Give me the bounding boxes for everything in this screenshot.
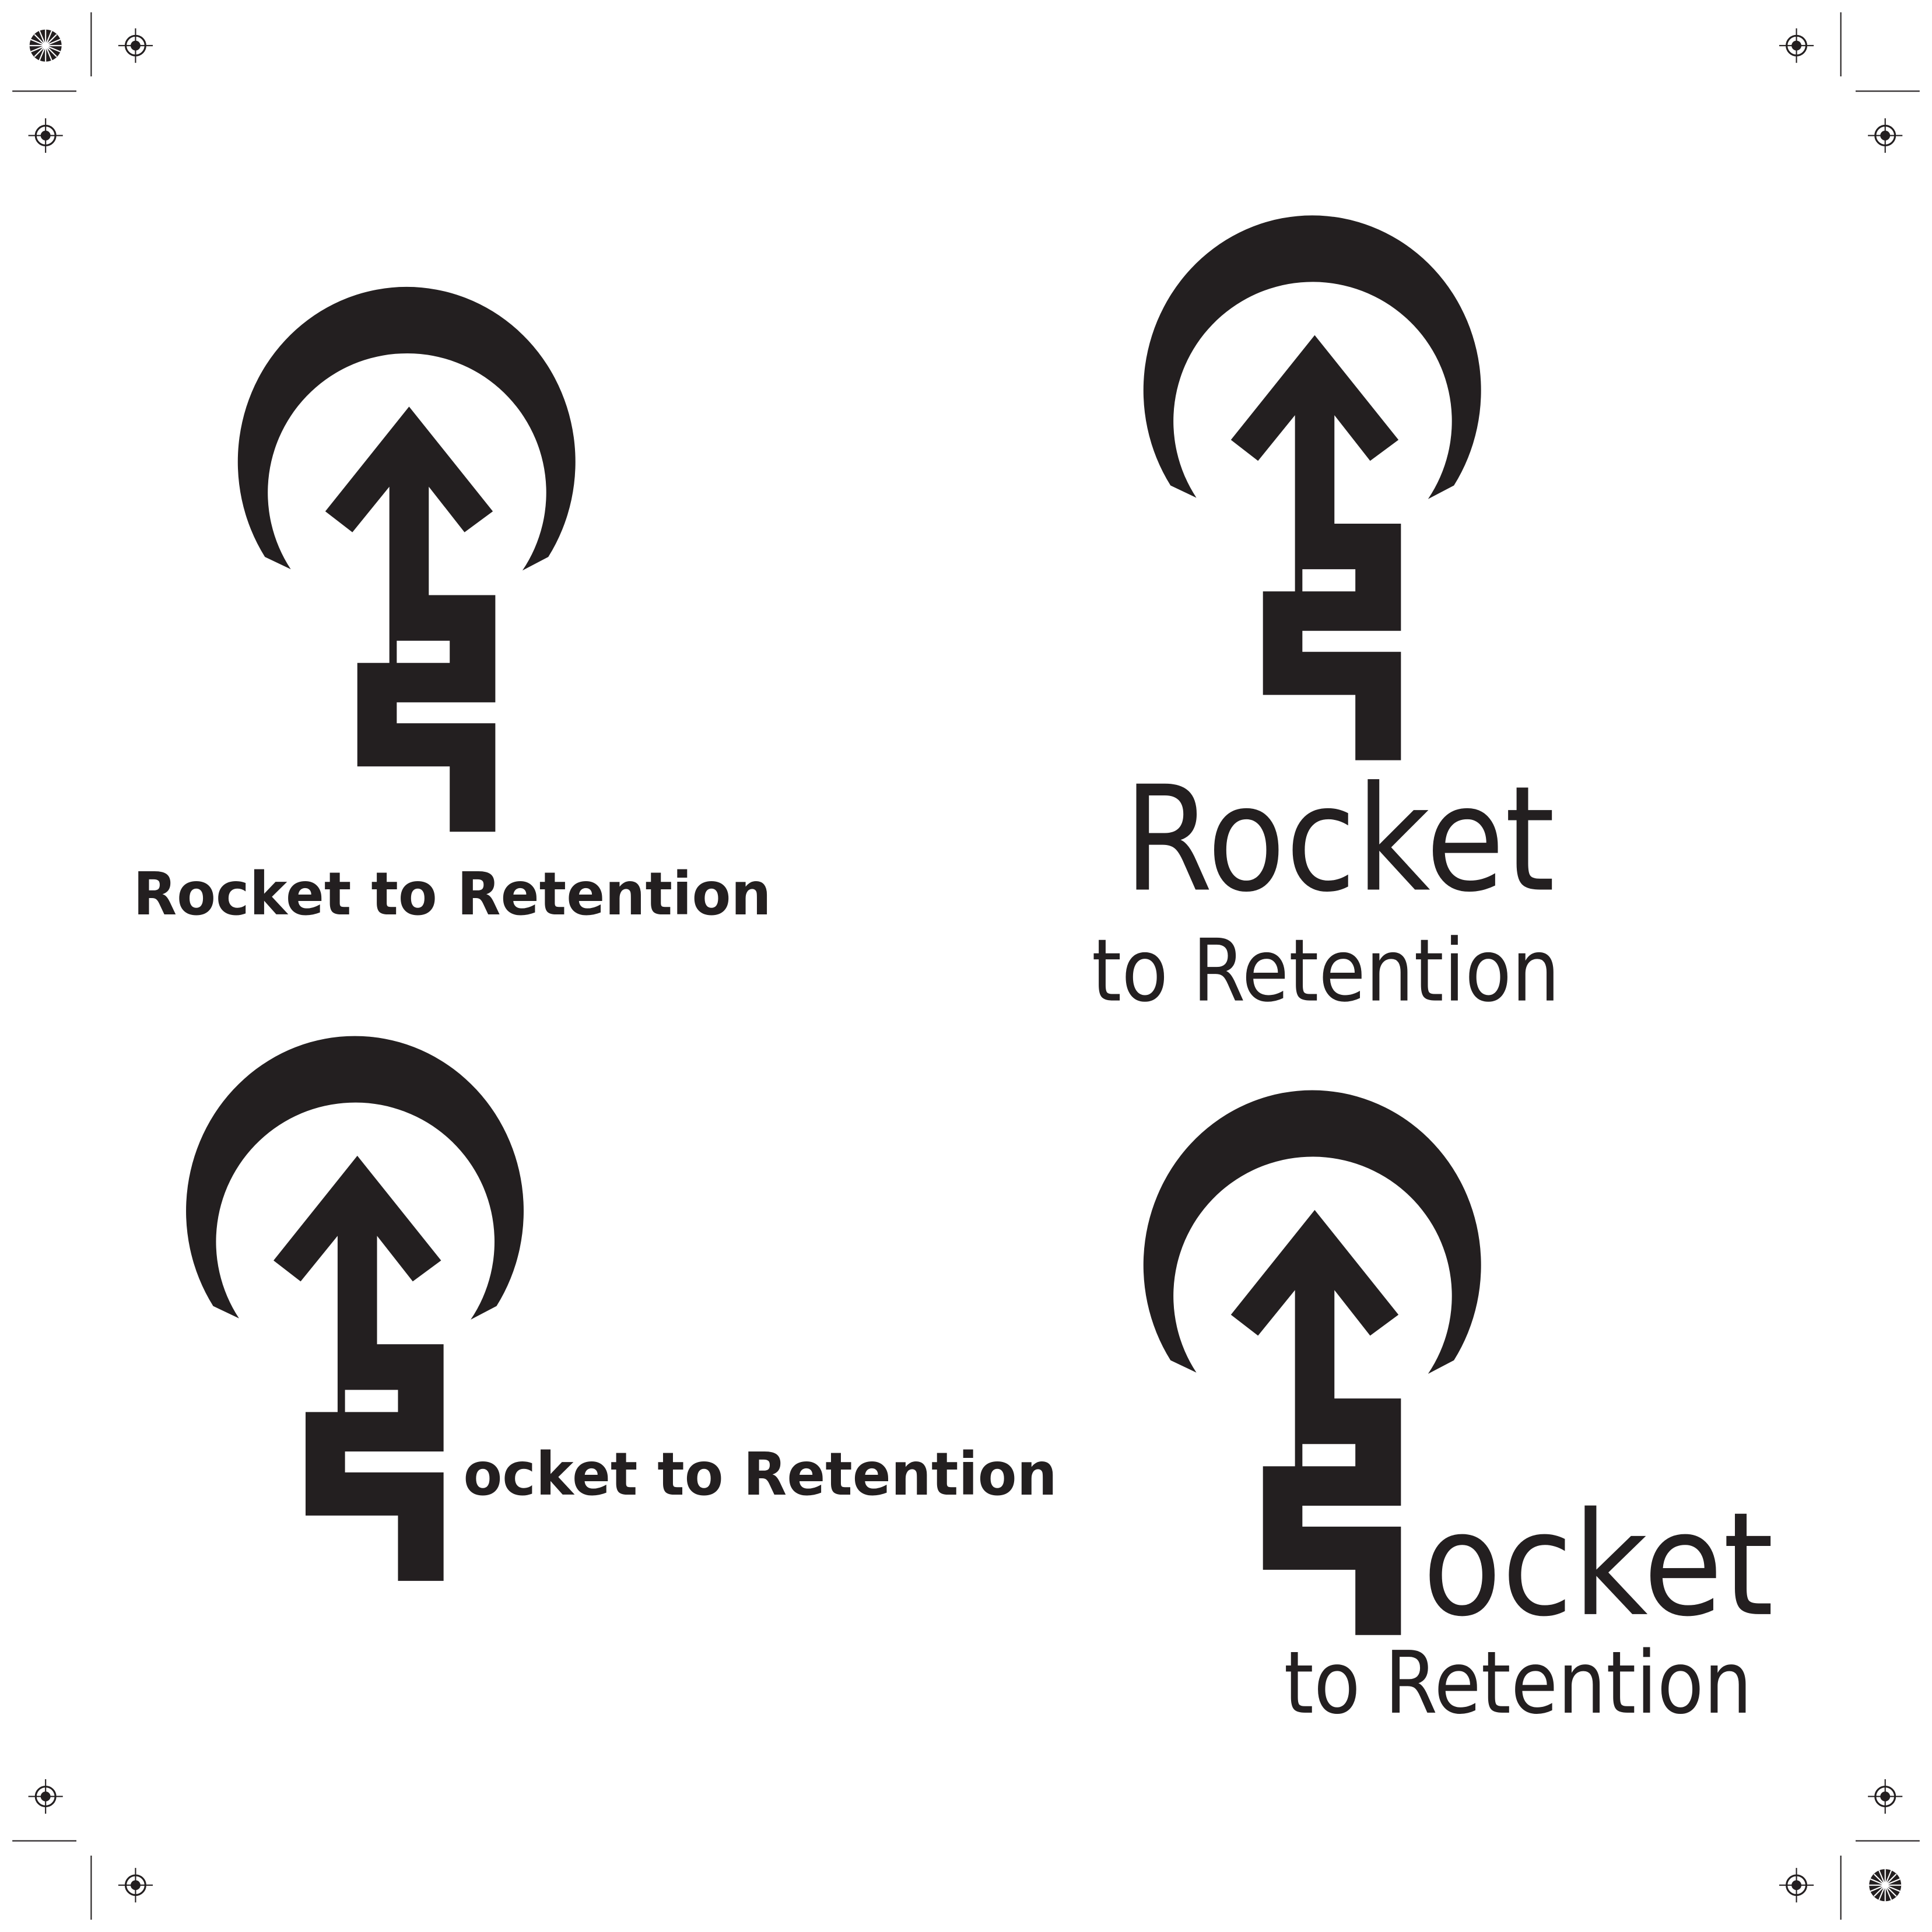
logo-text-line-1: ocket (1422, 1482, 1773, 1648)
logo-text: ocket to Retention (463, 1440, 1057, 1509)
logo-variant-3: ocket to Retention (186, 1036, 1057, 1581)
registration-crosshair-icon (117, 1867, 154, 1903)
registration-crosshair-icon (1778, 27, 1815, 64)
starburst-icon (1868, 1868, 1902, 1902)
starburst-icon (29, 29, 62, 62)
registration-crosshair-icon (1778, 1867, 1815, 1903)
logo-variant-2: Rocket to Retention (1092, 215, 1560, 1021)
rocket-logo-icon (1143, 215, 1481, 760)
logo-variant-4: ocket to Retention (1143, 1090, 1773, 1733)
logo-text-line-2: to Retention (1284, 1633, 1752, 1733)
registration-crosshair-icon (27, 1778, 64, 1815)
logo-text-line-2: to Retention (1092, 921, 1560, 1021)
registration-crosshair-icon (27, 117, 64, 154)
rocket-logo-icon (237, 286, 576, 832)
registration-crosshair-icon (1867, 1778, 1903, 1815)
logo-variant-1: Rocket to Retention (133, 286, 772, 928)
registration-crosshair-icon (1867, 117, 1903, 154)
logo-text-line-1: Rocket (1124, 755, 1555, 924)
registration-crosshair-icon (117, 27, 154, 64)
logo-text: Rocket to Retention (133, 860, 771, 928)
print-marks (12, 12, 1920, 1920)
